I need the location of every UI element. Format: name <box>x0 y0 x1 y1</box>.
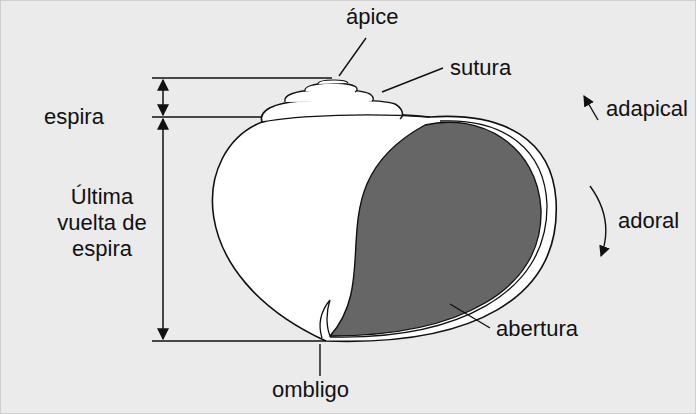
apex-label: ápice <box>346 4 399 30</box>
adoral-label: adoral <box>618 208 679 234</box>
adapical-label: adapical <box>606 96 688 122</box>
spire-label: espira <box>44 104 104 130</box>
aperture-label: abertura <box>496 316 578 342</box>
umbilicus-label: ombligo <box>272 377 349 403</box>
suture-label: sutura <box>450 55 511 81</box>
body-whorl-label: Última vuelta de espira <box>40 184 164 262</box>
